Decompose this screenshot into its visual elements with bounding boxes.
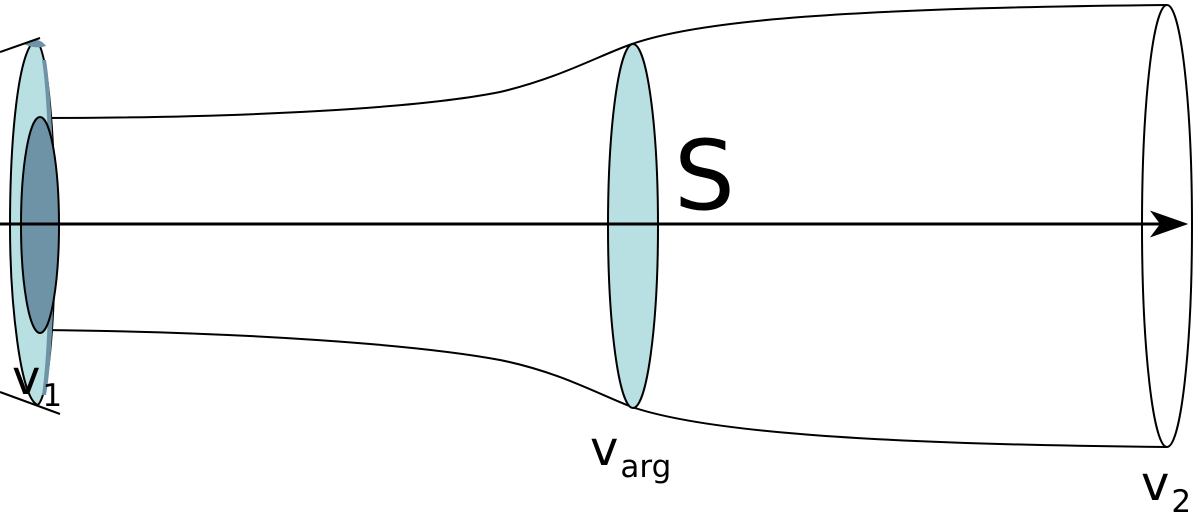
label-s-text: S xyxy=(674,120,735,232)
cross-section-varg xyxy=(607,43,659,409)
label-v1: v1 xyxy=(12,354,62,412)
tube-upper-outline xyxy=(39,4,1168,119)
tube-lower-outline xyxy=(39,329,1168,448)
label-varg-sub: arg xyxy=(620,449,672,485)
label-v2-sub: 2 xyxy=(1171,484,1192,520)
left-tangent-top xyxy=(0,37,41,53)
label-s: S xyxy=(674,128,735,224)
label-v1-main: v xyxy=(12,350,41,406)
label-varg: varg xyxy=(590,425,671,483)
left-tangent-bottom xyxy=(0,391,61,415)
label-v1-sub: 1 xyxy=(42,378,63,414)
label-varg-main: v xyxy=(590,421,619,477)
label-v2: v2 xyxy=(1141,460,1191,518)
cross-section-v1-rim-shade xyxy=(24,39,46,48)
flow-axis-arrowhead xyxy=(1149,210,1189,238)
label-v2-main: v xyxy=(1141,456,1170,512)
